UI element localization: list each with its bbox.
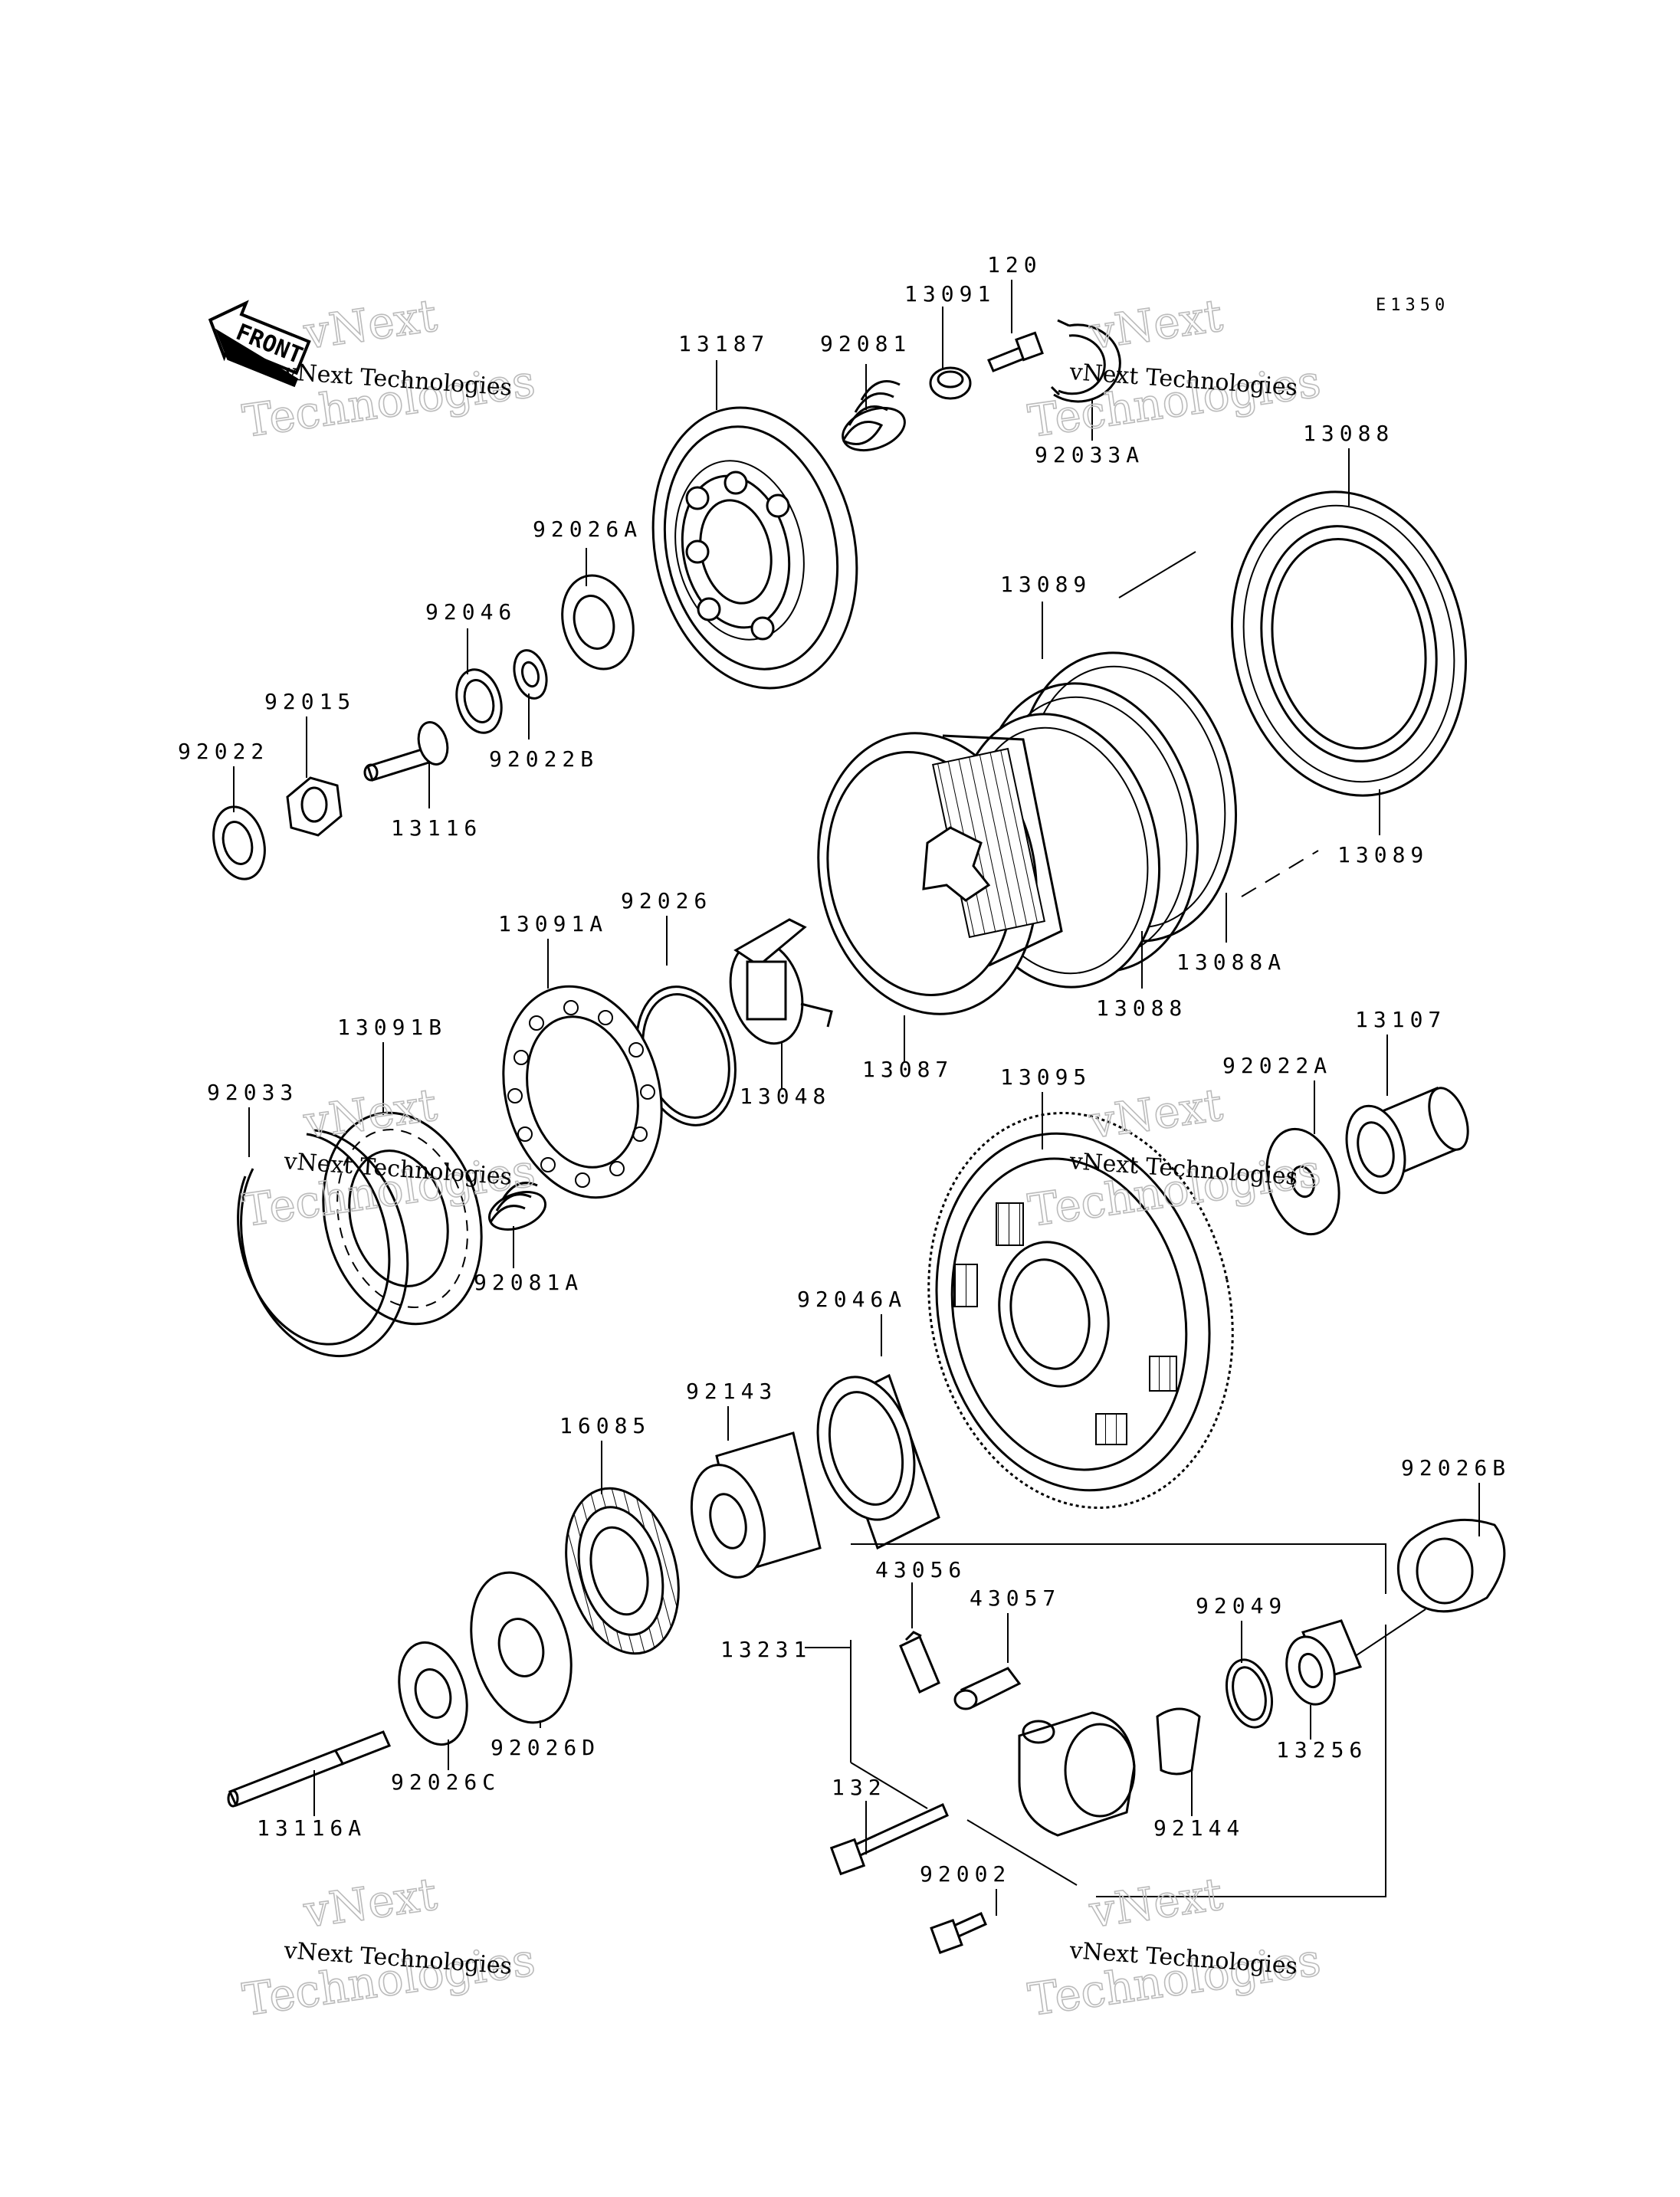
label-13256: 13256 (1276, 1737, 1367, 1763)
circlip-92033A (1050, 319, 1121, 403)
label-13116: 13116 (391, 815, 482, 841)
label-92026C: 92026C (391, 1769, 500, 1795)
label-92143: 92143 (686, 1379, 777, 1404)
clutch-spring-92081 (842, 380, 906, 452)
label-13091B: 13091B (337, 1015, 447, 1040)
bearing-92046 (455, 668, 503, 734)
svg-text:vNext: vNext (1085, 289, 1226, 359)
label-16085: 16085 (559, 1413, 651, 1438)
label-92033A: 92033A (1035, 442, 1144, 467)
circlip-92033 (237, 1129, 409, 1358)
watermark-bottom-left: Technologies vNext vNext Technologies (239, 1867, 539, 2027)
clutch-hub-13087 (817, 732, 1063, 1015)
label-13048: 13048 (740, 1084, 831, 1109)
label-13116A: 13116A (257, 1815, 366, 1841)
label-13088-top: 13088 (1303, 421, 1394, 446)
label-13095: 13095 (1000, 1064, 1091, 1090)
plate-13091B (322, 1111, 483, 1326)
label-13088-bottom: 13088 (1096, 995, 1187, 1021)
clutch-housing-13095 (927, 1111, 1234, 1510)
watermark-bottom-right: Technologies vNext vNext Technologies (1025, 1867, 1324, 2027)
watermark-top-left: Technologies vNext vNext Technologies (239, 289, 539, 448)
sleeve-92143 (690, 1431, 822, 1579)
label-43057: 43057 (970, 1585, 1061, 1611)
svg-text:vNext: vNext (1085, 1078, 1226, 1149)
label-92046: 92046 (425, 599, 517, 625)
label-92022B: 92022B (489, 746, 599, 772)
label-92026: 92026 (621, 888, 712, 913)
bolt-120 (987, 331, 1044, 372)
label-13087: 13087 (862, 1057, 953, 1082)
pushrod-13116A (227, 1730, 392, 1808)
washer-92026A (561, 574, 635, 671)
release-assembly-13231 (829, 1518, 1506, 1955)
label-13091: 13091 (904, 281, 996, 307)
holder-13048 (729, 918, 833, 1045)
collar-92022 (212, 805, 266, 880)
nut-92015 (286, 776, 343, 837)
svg-text:vNext: vNext (300, 289, 440, 359)
label-92081: 92081 (820, 331, 911, 356)
spring-92081A (488, 1182, 546, 1231)
nut-13091 (929, 366, 972, 400)
label-13107: 13107 (1355, 1007, 1446, 1032)
svg-text:vNext: vNext (300, 1867, 440, 1938)
needle-bearing-92046A (816, 1373, 940, 1550)
label-92144: 92144 (1153, 1815, 1245, 1841)
washer-92022B (513, 649, 548, 700)
label-13231: 13231 (720, 1637, 812, 1662)
washer-92026C (398, 1641, 468, 1746)
sleeve-13107 (1345, 1086, 1469, 1195)
label-92026B: 92026B (1401, 1455, 1511, 1481)
label-92049: 92049 (1196, 1593, 1287, 1618)
label-120: 120 (987, 252, 1042, 277)
label-13089-bottom: 13089 (1337, 842, 1429, 867)
pressure-plate-13187 (651, 406, 858, 690)
washer-92026D (470, 1571, 573, 1724)
part-labels: 13187 92081 13091 120 92033A 13088 92026… (178, 252, 1511, 1887)
gear-16085 (565, 1487, 680, 1655)
label-132: 132 (832, 1775, 887, 1800)
plate-13091A (502, 985, 663, 1199)
label-43056: 43056 (875, 1557, 966, 1582)
label-13091A: 13091A (498, 911, 608, 936)
label-92022A: 92022A (1222, 1053, 1332, 1078)
label-92022: 92022 (178, 739, 269, 764)
label-13089-top: 13089 (1000, 572, 1091, 597)
label-13088A: 13088A (1176, 949, 1286, 975)
label-92026A: 92026A (533, 516, 642, 542)
label-13187: 13187 (678, 331, 769, 356)
pushrod-13116 (363, 721, 449, 782)
label-92015: 92015 (264, 689, 356, 714)
svg-text:vNext: vNext (1085, 1867, 1226, 1938)
watermark-top-right: Technologies vNext vNext Technologies (1025, 289, 1324, 448)
leader-lines (233, 280, 1480, 1916)
washer-92022A (1265, 1127, 1340, 1236)
friction-plates-13088 (1230, 490, 1468, 797)
label-92002: 92002 (920, 1861, 1011, 1887)
label-92046A: 92046A (797, 1287, 907, 1312)
label-92033: 92033 (207, 1080, 298, 1105)
label-92026D: 92026D (491, 1735, 600, 1760)
label-92081A: 92081A (474, 1270, 583, 1295)
diagram-code: E1350 (1376, 296, 1449, 315)
